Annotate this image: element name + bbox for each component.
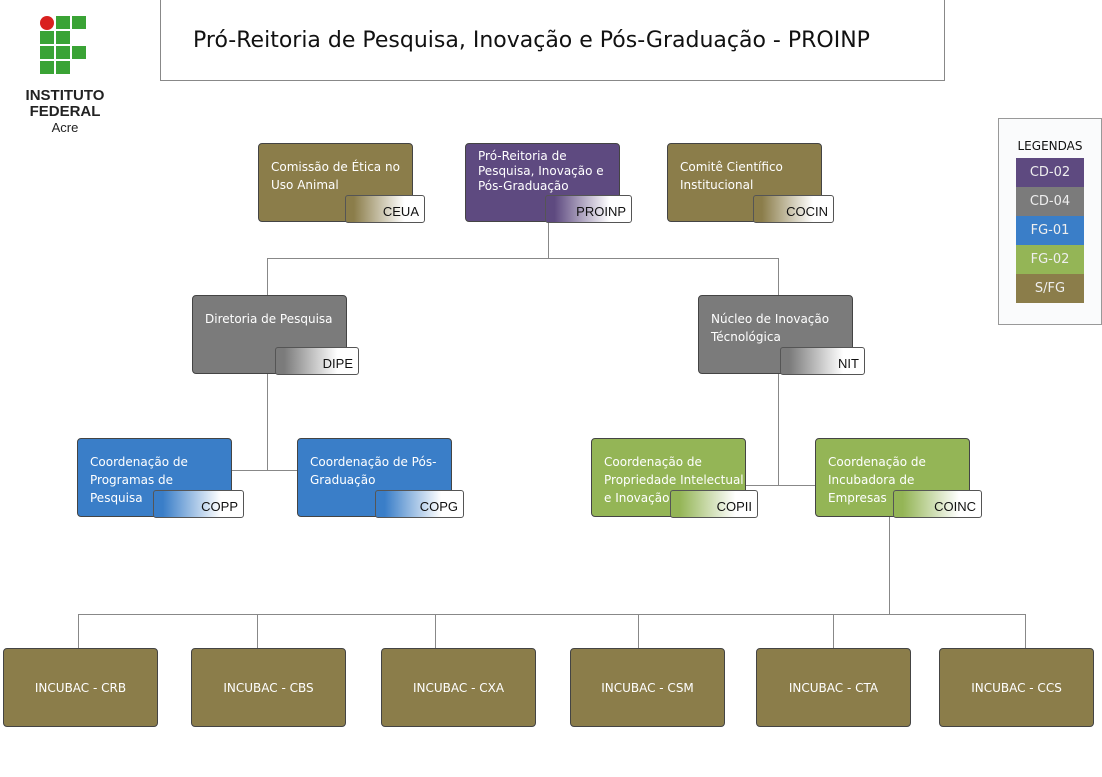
connector-line <box>778 373 779 486</box>
logo-line-2: FEDERAL <box>29 103 101 120</box>
connector-line <box>778 258 779 295</box>
connector-line <box>267 258 779 259</box>
unit-abbr-tag: COPG <box>375 490 464 518</box>
connector-line <box>435 614 436 648</box>
connector-line <box>638 614 639 648</box>
incubator-box: INCUBAC - CXA <box>381 648 536 727</box>
unit-abbr-tag: COPP <box>153 490 244 518</box>
connector-line <box>78 614 79 648</box>
page-title: Pró-Reitoria de Pesquisa, Inovação e Pós… <box>160 0 945 81</box>
unit-abbr-tag: COPII <box>670 490 758 518</box>
legend-item: CD-02 <box>1016 158 1084 187</box>
legend-item: FG-02 <box>1016 245 1084 274</box>
connector-line <box>267 373 268 471</box>
unit-name: Coordenação de Programas de Pesquisa <box>90 455 188 505</box>
connector-line <box>833 614 834 648</box>
connector-line <box>78 614 1026 615</box>
connector-line <box>548 222 549 259</box>
unit-name: Coordenação de Incubadora de Empresas <box>828 455 926 505</box>
connector-line <box>232 470 297 471</box>
unit-box-dipe: Diretoria de Pesquisa <box>192 295 347 374</box>
incubator-box: INCUBAC - CRB <box>3 648 158 727</box>
legend-title: LEGENDAS <box>1017 139 1083 153</box>
unit-name: Núcleo de Inovação Técnológica <box>711 312 830 344</box>
unit-name: Coordenação de Propriedade Intelectual e… <box>604 455 744 505</box>
incubator-box: INCUBAC - CBS <box>191 648 346 727</box>
unit-box-coinc: Coordenação de Incubadora de Empresas <box>815 438 970 517</box>
unit-abbr-tag: NIT <box>780 347 865 375</box>
unit-name: Diretoria de Pesquisa <box>205 312 333 326</box>
title-text: Pró-Reitoria de Pesquisa, Inovação e Pós… <box>193 27 870 53</box>
unit-name: Coordenação de Pós-Graduação <box>310 455 437 487</box>
logo-line-3: Acre <box>51 120 79 135</box>
connector-line <box>267 258 268 295</box>
incubator-box: INCUBAC - CSM <box>570 648 725 727</box>
legend-item: S/FG <box>1016 274 1084 303</box>
unit-abbr-tag: COCIN <box>753 195 834 223</box>
unit-abbr-tag: DIPE <box>275 347 359 375</box>
unit-box-nit: Núcleo de Inovação Técnológica <box>698 295 853 374</box>
connector-line <box>1025 614 1026 648</box>
unit-name: Comissão de Ética no Uso Animal <box>271 160 400 192</box>
legend-item: FG-01 <box>1016 216 1084 245</box>
unit-box-cocin: Comitê Científico Institucional <box>667 143 822 222</box>
connector-line <box>746 485 815 486</box>
logo-line-1: INSTITUTO <box>25 87 105 104</box>
connector-line <box>257 614 258 648</box>
connector-line <box>889 517 890 615</box>
incubator-box: INCUBAC - CCS <box>939 648 1094 727</box>
incubator-box: INCUBAC - CTA <box>756 648 911 727</box>
unit-abbr-tag: CEUA <box>345 195 425 223</box>
unit-name: Comitê Científico Institucional <box>680 160 783 192</box>
unit-abbr-tag: PROINP <box>545 195 632 223</box>
legend-item: CD-04 <box>1016 187 1084 216</box>
unit-name: Pró-Reitoria de Pesquisa, Inovação e Pós… <box>478 149 604 193</box>
unit-abbr-tag: COINC <box>893 490 982 518</box>
